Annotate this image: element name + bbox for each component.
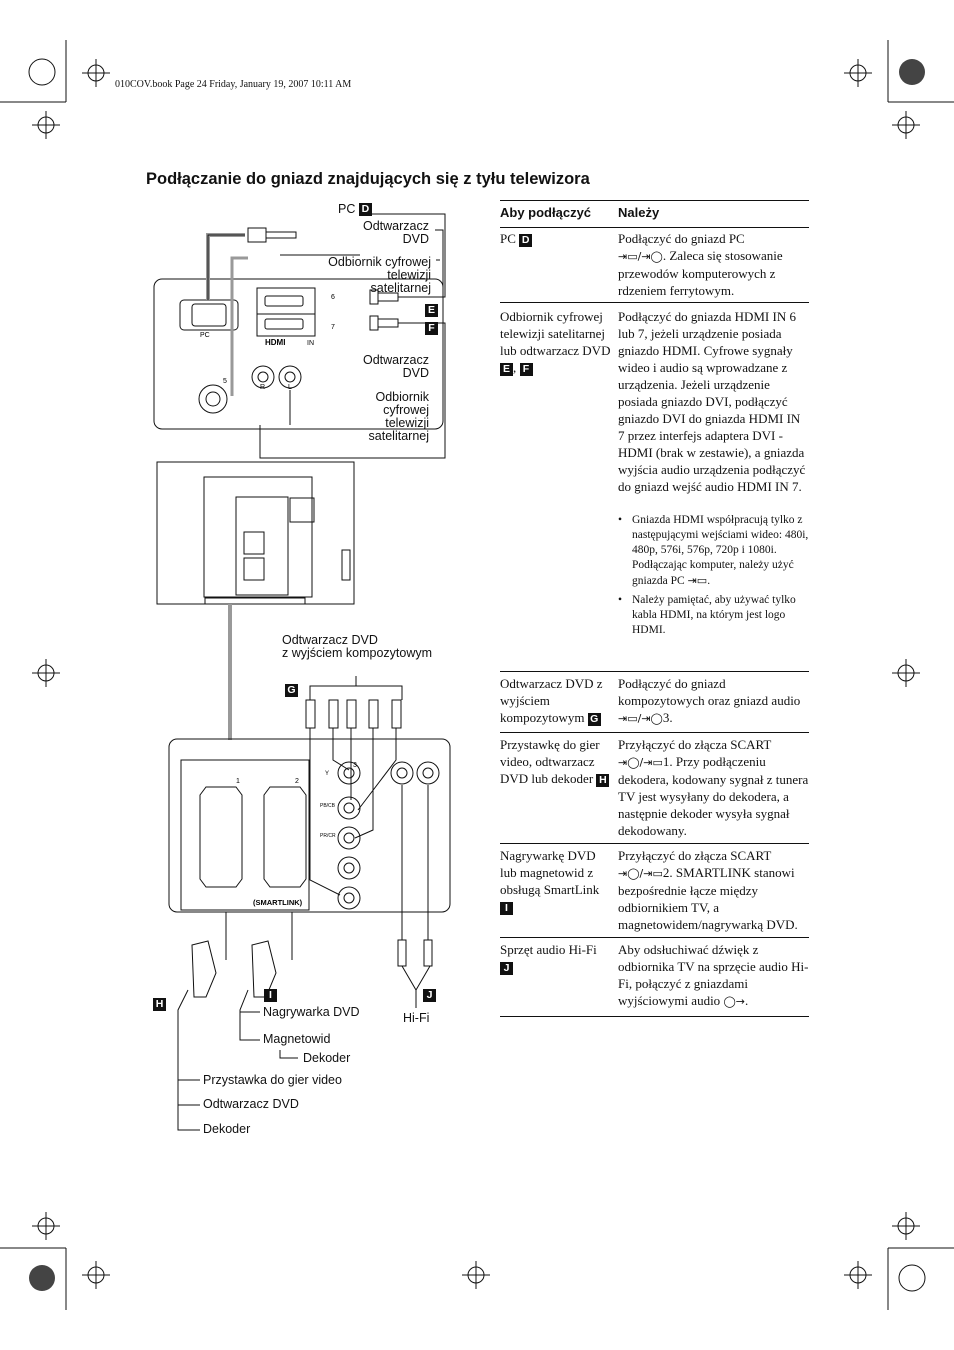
vcr-label: Magnetowid: [263, 1032, 331, 1046]
row4-badge: H: [596, 773, 610, 787]
row4-c2a: Przyłączyć do złącza SCART: [618, 737, 772, 752]
row6-badge: J: [500, 961, 513, 975]
sat2-line4: satelitarnej: [368, 429, 429, 443]
pr-label: PR/CR: [320, 833, 336, 839]
console-label: Przystawka do gier video: [203, 1073, 342, 1087]
row3-c2a: Podłączyć do gniazd kompozytowych oraz g…: [618, 676, 801, 708]
row1-c1: PC: [500, 231, 516, 246]
sat2-line1: Odbiornik: [375, 390, 430, 404]
hdmi-logo: HDMI: [265, 338, 285, 347]
y-label: Y: [325, 771, 329, 777]
composite-icon: ⇥▭/⇥◯: [618, 712, 663, 725]
pc-port-label: PC: [200, 332, 210, 339]
badge-d: D: [358, 203, 372, 217]
table-row: Odtwarzacz DVD z wyjściem kompozytowym G…: [500, 672, 809, 733]
connection-diagram: PC HDMI IN 6 7 5 R L 1 2 3 (SMARTLINK) Y…: [153, 213, 451, 1131]
port-6-label: 6: [331, 294, 335, 301]
sat2-line3: telewizji: [385, 416, 429, 430]
row5-c2a: Przyłączyć do złącza SCART: [618, 848, 772, 863]
book-info: 010COV.book Page 24 Friday, January 19, …: [115, 79, 352, 90]
pc-icon: ⇥▭: [687, 574, 708, 587]
row4-c2b: 1. Przy podłączeniu dekodera, kodowany s…: [618, 754, 809, 838]
row5-badge: I: [500, 901, 513, 915]
row3-badge: G: [587, 712, 601, 726]
decoder-h-label: Dekoder: [203, 1122, 251, 1136]
col1-header: Aby podłączyć: [500, 205, 592, 220]
row1-badge: D: [519, 233, 533, 247]
composite-line1: Odtwarzacz DVD: [282, 633, 378, 647]
sat-line3: satelitarnej: [370, 281, 431, 295]
dvd-top-line2: DVD: [402, 232, 429, 246]
scart1-icon: ⇥◯/⇥▭: [618, 756, 663, 769]
row6-c2a: Aby odsłuchiwać dźwięk z odbiornika TV n…: [618, 942, 809, 1008]
row2-c1: Odbiornik cyfrowej telewizji satelitarne…: [500, 309, 611, 358]
dvd-mid-line2: DVD: [402, 366, 429, 380]
table-row: PC D Podłączyć do gniazd PC ⇥▭/⇥◯. Zaleca…: [500, 228, 809, 303]
port-7-label: 7: [331, 324, 335, 331]
badge-e: E: [425, 304, 438, 317]
row6-c2b: .: [744, 993, 749, 1008]
sat-line1: Odbiornik cyfrowej: [328, 255, 431, 269]
composite-line2: z wyjściem kompozytowym: [282, 646, 433, 660]
badge-h: H: [153, 998, 166, 1011]
row5-c1: Nagrywarkę DVD lub magnetowid z obsługą …: [500, 848, 600, 897]
badge-i: I: [264, 989, 277, 1002]
l-label: L: [288, 384, 292, 391]
bullet-1: Gniazda HDMI współpracują tylko z następ…: [632, 514, 809, 587]
smartlink-label: (SMARTLINK): [253, 898, 303, 907]
row2-c2: Podłączyć do gniazda HDMI IN 6 lub 7, je…: [618, 309, 806, 494]
row3-c2b: 3.: [662, 710, 673, 725]
table-row: Sprzęt audio Hi-Fi J Aby odsłuchiwać dźw…: [500, 938, 809, 1017]
pb-label: PB/CB: [320, 803, 336, 809]
port-1-label: 1: [236, 778, 240, 785]
row1-c2a: Podłączyć do gniazd PC: [618, 231, 745, 246]
badge-f: F: [425, 322, 438, 335]
audio-out-icon: ◯→: [723, 995, 745, 1008]
col2-header: Należy: [618, 205, 660, 220]
decoder-i-label: Dekoder: [303, 1051, 351, 1065]
row3-c1: Odtwarzacz DVD z wyjściem kompozytowym: [500, 676, 603, 725]
dvd-h-label: Odtwarzacz DVD: [203, 1097, 299, 1111]
badge-g: G: [285, 684, 298, 697]
table-row: Nagrywarkę DVD lub magnetowid z obsługą …: [500, 844, 809, 938]
port-5-label: 5: [223, 378, 227, 385]
port-2-label: 2: [295, 778, 299, 785]
row2-badge-f: F: [519, 362, 533, 376]
port-3-label: 3: [353, 762, 357, 769]
sat-line2: telewizji: [387, 268, 431, 282]
table-row: Przystawkę do gier video, odtwarzacz DVD…: [500, 733, 809, 844]
dvd-mid-line1: Odtwarzacz: [363, 353, 429, 367]
scart2-icon: ⇥◯/⇥▭: [618, 867, 663, 880]
r-label: R: [260, 384, 265, 391]
hdmi-in-label: IN: [307, 340, 314, 347]
sat2-line2: cyfrowej: [383, 403, 429, 417]
connection-table: Aby podłączyć Należy PC D Podłączyć do g…: [500, 200, 809, 1017]
pc-input-icon: ⇥▭/⇥◯: [618, 250, 663, 263]
table-row: Odbiornik cyfrowej telewizji satelitarne…: [500, 303, 809, 672]
row4-c1: Przystawkę do gier video, odtwarzacz DVD…: [500, 737, 600, 786]
row5-c2b: 2. SMARTLINK stanowi bezpośrednie łącze …: [618, 865, 798, 932]
row2-badge-e: E: [500, 362, 513, 376]
row6-c1: Sprzęt audio Hi-Fi: [500, 942, 597, 957]
pc-label: PC: [338, 202, 356, 216]
badge-j: J: [423, 989, 436, 1002]
table-header: Aby podłączyć Należy: [500, 200, 809, 228]
hifi-label: Hi-Fi: [403, 1011, 430, 1025]
row1-c2b: . Zaleca się stosowanie przewodów komput…: [618, 248, 783, 298]
page-title: Podłączanie do gniazd znajdujących się z…: [146, 170, 590, 188]
rec-dvd-label: Nagrywarka DVD: [263, 1005, 360, 1019]
bullet-2: Należy pamiętać, aby używać tylko kabla …: [618, 593, 810, 638]
dvd-top-line1: Odtwarzacz: [363, 219, 429, 233]
